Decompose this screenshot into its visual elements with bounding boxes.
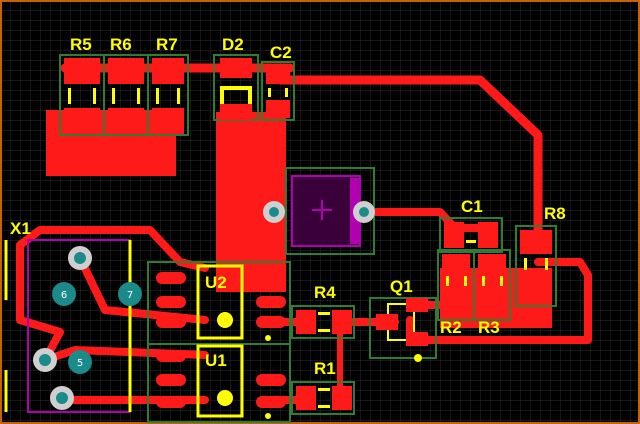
label-c2: C2 <box>270 43 292 62</box>
label-r2: R2 <box>440 318 462 337</box>
q1-pad-top-right <box>406 298 428 312</box>
r5-component <box>59 54 105 136</box>
r7-pad-bottom <box>152 108 184 134</box>
x1-pin-7-label: 7 <box>127 290 133 301</box>
d2-pad-top <box>220 58 252 78</box>
u2-component <box>147 261 291 345</box>
label-d2: D2 <box>222 35 244 54</box>
u2-pin-4 <box>256 296 286 308</box>
c1-pad-right <box>478 222 498 248</box>
x1-pin-5-label: 5 <box>77 358 83 369</box>
r8-pad-top <box>520 230 552 254</box>
x1-pin-6-hole <box>52 282 76 306</box>
u2-pin-5 <box>256 316 286 328</box>
q1-pad-left <box>376 314 398 330</box>
r3-pad-top <box>478 254 506 272</box>
u2-pin-1 <box>156 272 186 284</box>
c2-pad-bottom <box>266 100 290 118</box>
c1-pad-left <box>444 222 464 248</box>
x1-pin-7-hole <box>118 282 142 306</box>
u1-pin1-dot <box>217 390 233 406</box>
r4-component <box>291 305 355 339</box>
label-u2: U2 <box>205 273 227 292</box>
label-r6: R6 <box>110 35 132 54</box>
x1-component <box>4 239 132 413</box>
label-q1: Q1 <box>390 277 413 296</box>
r4-pad-left <box>296 310 316 334</box>
label-r4: R4 <box>314 283 336 302</box>
d2-polarity-mark <box>220 86 252 104</box>
label-r8: R8 <box>544 204 566 223</box>
q1-pin1-dot <box>414 354 422 362</box>
u1-component <box>147 343 291 423</box>
u2-pin1-dot <box>217 312 233 328</box>
label-x1: X1 <box>10 219 31 238</box>
x1-pin-6-label: 6 <box>61 290 67 301</box>
d2-pad-bottom <box>220 104 252 120</box>
label-r7: R7 <box>156 35 178 54</box>
c2-pad-top <box>266 66 290 84</box>
u1-pin-5 <box>256 396 286 408</box>
d2-component <box>213 54 259 121</box>
u1-silkscreen <box>196 344 244 418</box>
designators: R5 R6 R7 D2 C2 X1 U2 U1 R4 Q1 R1 R2 R3 C… <box>10 35 566 378</box>
u1-pin-1 <box>156 350 186 362</box>
r8-component <box>515 225 557 307</box>
trace-trimmer-c1 <box>361 208 494 232</box>
r1-pad-right <box>332 386 352 410</box>
r6-pad-bottom <box>108 108 144 134</box>
u2-pin-2 <box>156 296 186 308</box>
u2-pin-3 <box>156 316 186 328</box>
r5-pad-top <box>64 58 100 84</box>
c2-component <box>261 61 295 121</box>
label-r3: R3 <box>478 318 500 337</box>
r5-pad-bottom <box>64 108 100 134</box>
trace-x1-u2-b <box>16 226 209 364</box>
r3-component <box>473 249 511 321</box>
r2-pad-top <box>442 254 470 272</box>
vias <box>33 201 375 410</box>
label-r1: R1 <box>314 359 336 378</box>
r6-pad-top <box>108 58 144 84</box>
trimmer-cross <box>312 200 332 220</box>
u1-pin-3 <box>156 396 186 408</box>
q1-pad-bottom-right <box>406 332 428 346</box>
u1-pin-2 <box>156 374 186 386</box>
label-c1: C1 <box>461 197 483 216</box>
r7-component <box>147 54 189 136</box>
label-r5: R5 <box>70 35 92 54</box>
u2-silkscreen <box>196 264 244 340</box>
trace-c2-r8 <box>275 75 543 245</box>
r8-pad-bottom <box>520 274 552 302</box>
x1-pin-5-hole <box>68 350 92 374</box>
c1-component <box>439 217 503 253</box>
label-u1: U1 <box>205 351 227 370</box>
r7-pad-top <box>152 58 184 84</box>
r1-pad-left <box>296 386 316 410</box>
q1-component <box>369 297 437 362</box>
r4-pad-right <box>332 310 352 334</box>
r1-component <box>291 381 355 415</box>
u1-pin-4 <box>256 374 286 386</box>
